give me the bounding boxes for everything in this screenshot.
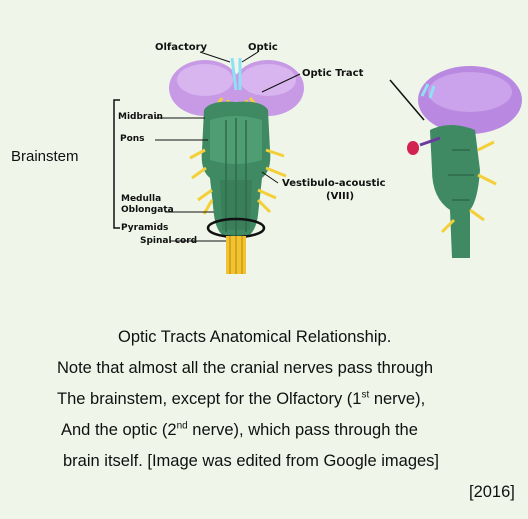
label-pons: Pons bbox=[120, 134, 145, 144]
label-brainstem: Brainstem bbox=[11, 148, 79, 165]
brainstem-side-view bbox=[390, 66, 522, 258]
label-optic-tract-left: Optic Tract bbox=[302, 68, 363, 79]
label-midbrain: Midbrain bbox=[118, 112, 163, 122]
caption-line-5: [2016] bbox=[469, 483, 515, 502]
label-optic: Optic bbox=[248, 42, 278, 53]
caption-line-3: And the optic (2nd nerve), which pass th… bbox=[61, 421, 418, 440]
label-spinal-cord: Spinal cord bbox=[140, 236, 197, 246]
label-viii: (VIII) bbox=[326, 191, 354, 202]
caption-title: Optic Tracts Anatomical Relationship. bbox=[118, 328, 391, 347]
label-medulla: Medulla bbox=[121, 194, 161, 204]
label-olfactory: Olfactory bbox=[155, 42, 207, 53]
caption-line-2: The brainstem, except for the Olfactory … bbox=[57, 390, 425, 409]
caption-line-1: Note that almost all the cranial nerves … bbox=[57, 359, 433, 378]
label-pyramids: Pyramids bbox=[121, 223, 168, 233]
label-oblongata: Oblongata bbox=[121, 205, 174, 215]
caption-line-4: brain itself. [Image was edited from Goo… bbox=[63, 452, 439, 471]
label-vestibulo-acoustic: Vestibulo-acoustic bbox=[282, 178, 386, 189]
